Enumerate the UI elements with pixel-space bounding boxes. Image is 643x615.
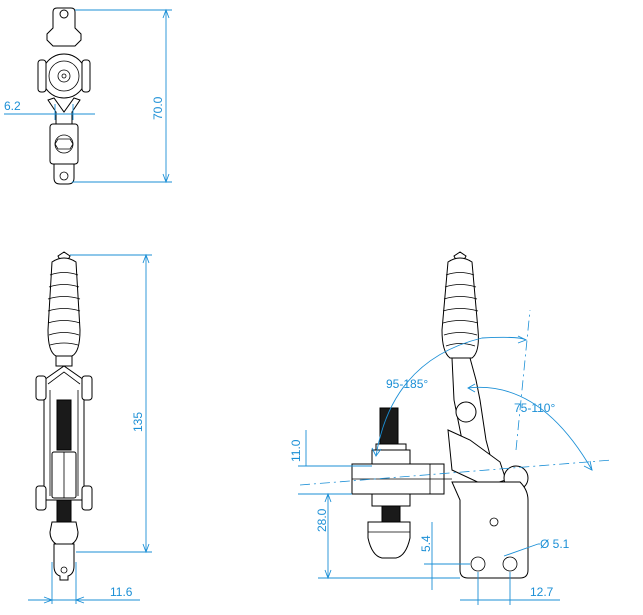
dim-28-0-label: 28.0 bbox=[315, 508, 329, 532]
top-view bbox=[37, 7, 91, 185]
front-view bbox=[35, 251, 93, 581]
dim-11-0-label: 11.0 bbox=[289, 439, 303, 462]
side-view bbox=[351, 251, 529, 579]
dim-phi-5-1-label: Ø 5.1 bbox=[540, 537, 570, 551]
dim-135-label: 135 bbox=[131, 412, 145, 432]
dimension-phi-5-1: Ø 5.1 bbox=[503, 537, 570, 557]
side-view-centerlines bbox=[299, 309, 613, 486]
dimension-75-110: 75-110° bbox=[467, 383, 593, 471]
dimension-11-6: 11.6 bbox=[28, 562, 140, 604]
dimension-28-0: 28.0 bbox=[315, 492, 460, 580]
dim-70-0-label: 70.0 bbox=[151, 96, 165, 120]
dim-11-6-label: 11.6 bbox=[110, 585, 133, 599]
dim-12-7-label: 12.7 bbox=[530, 585, 554, 599]
dimension-95-185: 95-185° bbox=[371, 335, 528, 457]
dimension-135: 135 bbox=[70, 253, 152, 554]
dimension-6-2: 6.2 bbox=[4, 99, 95, 120]
dim-6-2-label: 6.2 bbox=[4, 99, 21, 113]
dim-95-185-label: 95-185° bbox=[386, 377, 428, 391]
dimension-5-4: 5.4 bbox=[419, 522, 470, 590]
dim-5-4-label: 5.4 bbox=[419, 535, 433, 552]
dimension-70-0: 70.0 bbox=[72, 8, 172, 184]
dimension-11-0: 11.0 bbox=[289, 430, 372, 495]
dim-75-110-label: 75-110° bbox=[514, 401, 555, 415]
dimension-12-7: 12.7 bbox=[460, 572, 560, 605]
